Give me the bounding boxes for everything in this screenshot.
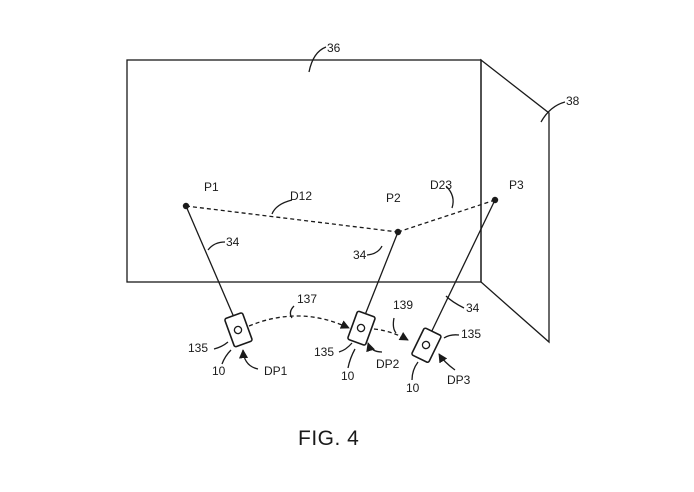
arrow-dp3 [438, 353, 456, 371]
point-p3 [491, 196, 499, 204]
leader-10-3 [411, 361, 419, 381]
label-dp2: DP2 [376, 357, 400, 371]
point-p2 [394, 228, 402, 236]
label-dp1: DP1 [264, 364, 288, 378]
device-dp2 [347, 310, 376, 346]
leader-135-1 [213, 341, 229, 350]
device-body [347, 310, 376, 346]
lens-icon [356, 323, 366, 333]
label-d23: D23 [430, 178, 452, 192]
label-139: 139 [393, 298, 413, 312]
device-body [411, 327, 442, 363]
front-wall-36 [126, 59, 482, 283]
leader-36 [308, 46, 327, 73]
leader-34-1 [207, 241, 226, 251]
leader-34-2 [366, 245, 383, 256]
side-wall-38 [480, 58, 550, 344]
lens-icon [421, 340, 431, 350]
label-d12: D12 [290, 189, 312, 203]
arrow-dp2 [366, 342, 383, 353]
lens-icon [233, 325, 243, 335]
label-10-3: 10 [406, 381, 420, 395]
label-10-1: 10 [212, 364, 226, 378]
leader-38 [540, 101, 566, 123]
point-p1 [182, 202, 190, 210]
leader-139 [392, 317, 397, 334]
leader-d23 [445, 185, 454, 209]
movement-path-139 [373, 328, 409, 341]
leader-10-1 [221, 349, 232, 365]
distance-line-d12 [185, 205, 399, 233]
label-135-2: 135 [314, 345, 334, 359]
beam-2 [360, 231, 399, 326]
leader-34-3 [445, 295, 465, 309]
beam-1 [185, 205, 240, 330]
label-p2: P2 [386, 191, 401, 205]
arrow-dp1 [238, 349, 259, 370]
distance-line-d23 [397, 199, 496, 233]
leader-135-2 [338, 342, 353, 353]
beam-3 [427, 199, 496, 340]
device-dp1 [224, 312, 253, 348]
label-10-2: 10 [341, 369, 355, 383]
label-38: 38 [566, 94, 580, 108]
leader-135-3 [443, 334, 460, 339]
movement-path-137 [248, 315, 350, 329]
label-34-1: 34 [226, 235, 240, 249]
device-dp3 [411, 327, 442, 363]
label-137: 137 [297, 292, 317, 306]
label-p1: P1 [204, 180, 219, 194]
label-36: 36 [327, 41, 341, 55]
label-dp3: DP3 [447, 373, 471, 387]
label-p3: P3 [509, 178, 524, 192]
leader-137 [289, 305, 295, 319]
label-34-2: 34 [353, 248, 367, 262]
label-34-3: 34 [466, 301, 480, 315]
leader-d12 [271, 199, 293, 215]
label-135-3: 135 [461, 327, 481, 341]
label-135-1: 135 [188, 341, 208, 355]
figure-caption: FIG. 4 [298, 427, 359, 450]
leader-10-2 [347, 348, 356, 369]
device-body [224, 312, 253, 348]
